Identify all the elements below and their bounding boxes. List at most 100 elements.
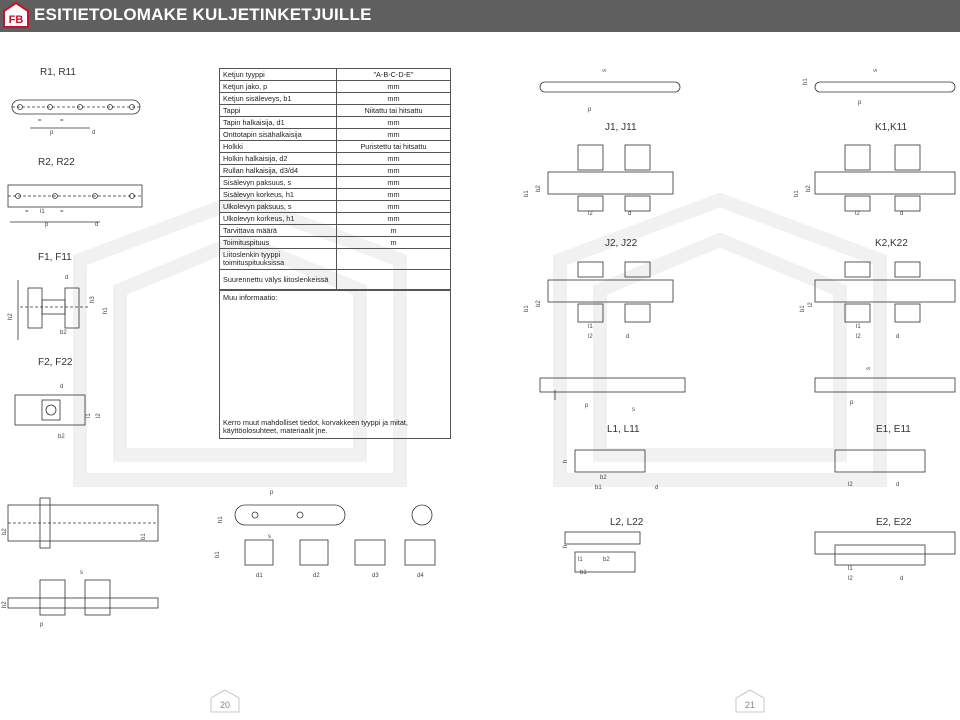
dim-d-r1: d	[92, 130, 96, 136]
dim-l1-f2: l1	[86, 413, 92, 418]
form-row-label: Holkin halkaisija, d2	[219, 152, 337, 165]
diagram-e1	[814, 377, 956, 473]
form-row-label: Ketjun sisäleveys, b1	[219, 92, 337, 105]
dim-l2-k1: l2	[855, 211, 860, 217]
form-row: Ketjun tyyppi"A-B-C-D-E"	[219, 68, 451, 81]
dim-d3: d3	[372, 573, 379, 579]
form-row-value[interactable]: mm	[336, 176, 451, 189]
form-row-value[interactable]: m	[336, 224, 451, 237]
dim-h2-f1: h2	[8, 313, 14, 320]
form-row-label: Suurennettu välys liitoslenkeissä	[219, 269, 337, 291]
dim-l1-j2: l1	[588, 324, 593, 330]
diagram-pins	[234, 504, 436, 566]
form-row-label: Tapin halkaisija, d1	[219, 116, 337, 129]
dim-d-e2: d	[900, 576, 904, 582]
dim-h2-ll: h2	[2, 601, 8, 608]
other-info-box[interactable]: Muu informaatio: Kerro muut mahdolliset …	[219, 289, 451, 439]
dim-d-r2: d	[95, 222, 99, 228]
form-row-label: Rullan halkaisija, d3/d4	[219, 164, 337, 177]
dim-l2-j2: l2	[588, 334, 593, 340]
form-row-value[interactable]: mm	[336, 92, 451, 105]
form-row-value[interactable]: mm	[336, 212, 451, 225]
diagram-j2	[547, 261, 674, 323]
form-row-label: Onttotapin sisähalkaisija	[219, 128, 337, 141]
diagram-r2	[7, 184, 143, 223]
diagram-j1	[539, 81, 681, 212]
dim-b1-ll: b1	[141, 533, 147, 540]
label-j1: J1, J11	[605, 122, 637, 133]
diagram-k2	[814, 261, 956, 323]
dim-d-e1: d	[896, 482, 900, 488]
dim-s-pin: s	[268, 534, 271, 540]
dim-b2-k1: b2	[806, 185, 812, 192]
dim-b2-l1: b2	[600, 475, 607, 481]
form-row-label: Sisälevyn korkeus, h1	[219, 188, 337, 201]
dim-d-k1: d	[900, 211, 904, 217]
dim-h1-k1: h1	[803, 78, 809, 85]
dim-s-k1: s	[873, 69, 879, 72]
dim-h-l2: h	[563, 544, 569, 548]
dim-l1-l2: l1	[578, 557, 583, 563]
form-row-label: Ulkolevyn korkeus, h1	[219, 212, 337, 225]
dim-l2-k2: l2	[856, 334, 861, 340]
form-row-label: Ketjun jako, p	[219, 80, 337, 93]
diagram-e2	[814, 531, 956, 566]
dim-d1: d1	[256, 573, 263, 579]
page-badge-left	[210, 689, 240, 713]
dim-d-f2: d	[60, 384, 64, 390]
form-row-label: Tarvittava määrä	[219, 224, 337, 237]
label-r2: R2, R22	[38, 157, 75, 168]
form-row-value[interactable]: Puristettu tai hitsattu	[336, 140, 451, 153]
form-row-value[interactable]	[336, 248, 451, 270]
form-row-value[interactable]	[336, 269, 451, 291]
dim-b2-f2: b2	[58, 434, 65, 440]
dim-eq-r1a: =	[38, 118, 42, 124]
label-k1: K1,K11	[875, 122, 908, 133]
form-row: Suurennettu välys liitoslenkeissä	[219, 269, 451, 291]
dim-p-k1: p	[858, 100, 862, 106]
dim-h1-f1: h1	[103, 307, 109, 314]
label-e1: E1, E11	[876, 424, 911, 435]
form-row-value[interactable]: m	[336, 236, 451, 249]
dim-l2-j1: l2	[588, 211, 593, 217]
dim-p-ll: p	[40, 622, 44, 628]
dim-l1-r2: l1	[40, 209, 45, 215]
page-number-right: 21	[745, 700, 756, 710]
form-row-label: Holkki	[219, 140, 337, 153]
dim-eq-r2a: =	[25, 209, 29, 215]
dim-b1-k1: b1	[794, 190, 800, 197]
label-l2: L2, L22	[610, 517, 644, 528]
form-row-label: Ulkolevyn paksuus, s	[219, 200, 337, 213]
fb-logo-icon: FB	[3, 2, 29, 28]
form-row-value[interactable]: mm	[336, 152, 451, 165]
dim-d4: d4	[417, 573, 424, 579]
dim-b1-l1: b1	[595, 485, 602, 491]
form-row-value[interactable]: mm	[336, 164, 451, 177]
label-e2: E2, E22	[876, 517, 912, 528]
form-row-value[interactable]: mm	[336, 128, 451, 141]
form-row-value[interactable]: mm	[336, 116, 451, 129]
dim-p-r2: p	[45, 222, 49, 228]
dim-p-pin: p	[270, 490, 274, 496]
dim-eq-r2b: =	[60, 209, 64, 215]
form-row-label: Toimituspituus	[219, 236, 337, 249]
form-row-value[interactable]: "A-B-C-D-E"	[336, 68, 451, 81]
form-row-value[interactable]: mm	[336, 80, 451, 93]
dim-b2-ll: b2	[2, 528, 8, 535]
form-row-value[interactable]: mm	[336, 188, 451, 201]
form-row-value[interactable]: mm	[336, 200, 451, 213]
dim-b1-l2: b1	[580, 570, 587, 576]
form-row-value[interactable]: Niitattu tai hitsattu	[336, 104, 451, 117]
